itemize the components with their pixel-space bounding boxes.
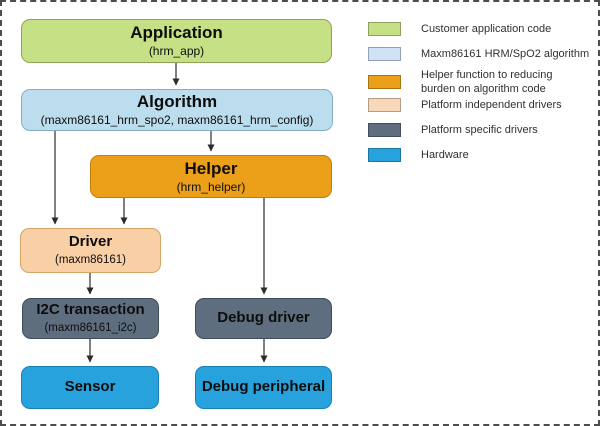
legend-item-specific-drivers: Platform specific drivers bbox=[368, 122, 594, 138]
legend-swatch-customer-app bbox=[368, 22, 401, 36]
node-debug-peripheral: Debug peripheral bbox=[195, 366, 332, 409]
node-application-title: Application bbox=[130, 23, 223, 43]
node-application: Application (hrm_app) bbox=[21, 19, 332, 63]
legend-swatch-hardware bbox=[368, 148, 401, 162]
legend-label-independent-drivers: Platform independent drivers bbox=[421, 98, 562, 111]
legend-item-helper-function: Helper function to reducing burden on al… bbox=[368, 68, 594, 96]
node-helper: Helper (hrm_helper) bbox=[90, 155, 332, 198]
legend-label-specific-drivers: Platform specific drivers bbox=[421, 123, 538, 136]
node-driver: Driver (maxm86161) bbox=[20, 228, 161, 273]
node-helper-subtitle: (hrm_helper) bbox=[176, 179, 246, 194]
legend-item-hardware: Hardware bbox=[368, 147, 594, 163]
node-application-subtitle: (hrm_app) bbox=[148, 44, 205, 59]
legend-item-independent-drivers: Platform independent drivers bbox=[368, 97, 594, 113]
legend-label-customer-app: Customer application code bbox=[421, 22, 552, 35]
node-debug-driver: Debug driver bbox=[195, 298, 332, 339]
node-algorithm: Algorithm (maxm86161_hrm_spo2, maxm86161… bbox=[21, 89, 333, 131]
node-sensor-title: Sensor bbox=[64, 378, 116, 396]
legend-item-customer-app: Customer application code bbox=[368, 21, 594, 37]
legend-label-hardware: Hardware bbox=[421, 148, 469, 161]
legend-swatch-specific-drivers bbox=[368, 123, 401, 137]
node-debug-driver-title: Debug driver bbox=[217, 309, 310, 327]
node-driver-subtitle: (maxm86161) bbox=[55, 253, 126, 266]
legend-swatch-hrm-algorithm bbox=[368, 47, 401, 61]
node-algorithm-title: Algorithm bbox=[136, 92, 218, 112]
node-i2c-transaction-title: I2C transaction bbox=[36, 301, 145, 319]
legend-label-hrm-algorithm: Maxm86161 HRM/SpO2 algorithm bbox=[421, 47, 590, 60]
node-i2c-transaction: I2C transaction (maxm86161_i2c) bbox=[22, 298, 159, 339]
legend-label-helper-function: Helper function to reducing burden on al… bbox=[421, 68, 553, 95]
node-driver-title: Driver bbox=[68, 233, 113, 251]
node-helper-title: Helper bbox=[184, 158, 238, 178]
legend-swatch-helper-function bbox=[368, 75, 401, 89]
node-algorithm-subtitle: (maxm86161_hrm_spo2, maxm86161_hrm_confi… bbox=[40, 113, 314, 128]
legend-swatch-independent-drivers bbox=[368, 98, 401, 112]
node-debug-peripheral-title: Debug peripheral bbox=[201, 378, 326, 396]
node-i2c-transaction-subtitle: (maxm86161_i2c) bbox=[44, 321, 137, 334]
legend-item-hrm-algorithm: Maxm86161 HRM/SpO2 algorithm bbox=[368, 46, 594, 62]
node-sensor: Sensor bbox=[21, 366, 159, 409]
